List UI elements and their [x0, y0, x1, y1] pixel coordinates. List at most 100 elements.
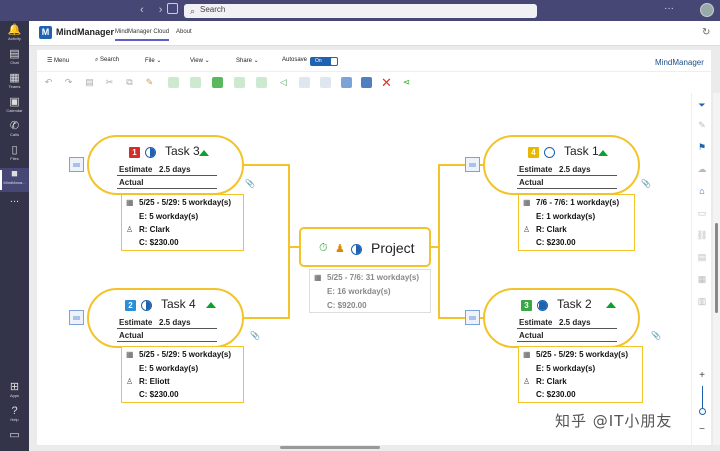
expand-triangle-icon[interactable]	[199, 150, 209, 156]
zoom-slider-handle[interactable]	[699, 408, 706, 415]
rail-item-help[interactable]: ?Help	[0, 405, 29, 429]
map-canvas[interactable]: ⏱ ♟ Project ▦ 5/25 - 7/6: 31 workday(s) …	[37, 93, 691, 445]
flag-icon[interactable]: ⚑	[697, 142, 707, 152]
search-icon: ⌕	[190, 6, 196, 16]
copy-icon[interactable]: ⧉	[126, 77, 133, 87]
expand-triangle-icon[interactable]	[606, 302, 616, 308]
delete-icon[interactable]: ✕	[381, 75, 392, 90]
paste-icon[interactable]: ▤	[85, 77, 94, 87]
progress-icon	[351, 244, 362, 255]
topic-task1[interactable]: 4 Task 1 Estimate 2.5 days Actual	[483, 135, 640, 195]
share-menu[interactable]: Share ⌄	[236, 58, 259, 64]
clock-progress-icon: ⏱	[319, 242, 328, 254]
progress-icon	[141, 300, 152, 311]
attachment-icon[interactable]	[320, 77, 331, 88]
redo-icon[interactable]: ↷	[64, 77, 73, 87]
paperclip-icon[interactable]: 📎	[651, 331, 661, 340]
person-icon: ♙	[126, 225, 134, 234]
app-name: MindManager	[56, 27, 115, 37]
floating-topic-icon[interactable]	[234, 77, 245, 88]
share-network-icon[interactable]: ⋖	[402, 77, 411, 87]
paperclip-icon[interactable]: 📎	[641, 179, 651, 188]
task3-callout: ▦ 5/25 - 5/29: 5 workday(s) E: 5 workday…	[121, 194, 244, 251]
zoom-in-icon[interactable]: +	[699, 370, 705, 381]
attachment-panel-icon[interactable]: ▤	[697, 252, 707, 262]
pen-icon[interactable]: ✎	[698, 120, 706, 130]
nav-arrows[interactable]: ‹ ›	[140, 4, 169, 16]
topic-task2[interactable]: 3 Task 2 Estimate 2.5 days Actual	[483, 288, 640, 348]
priority-badge: 2	[125, 300, 136, 311]
autosave-toggle[interactable]: On	[310, 57, 338, 66]
callout-icon[interactable]	[212, 77, 223, 88]
view-menu[interactable]: View ⌄	[190, 58, 210, 64]
mindmanager-icon: ■	[11, 168, 18, 180]
image-thumbnail[interactable]	[465, 310, 480, 325]
topic-icon[interactable]	[168, 77, 179, 88]
central-cost: C: $920.00	[327, 301, 367, 310]
topic-task3[interactable]: 1 Task 3 Estimate 2.5 days Actual	[87, 135, 244, 195]
horizontal-scrollbar[interactable]	[280, 446, 380, 449]
file-menu[interactable]: File ⌄	[145, 58, 162, 64]
zoom-slider-track[interactable]	[702, 386, 703, 411]
filter-icon[interactable]: ⏷	[698, 100, 706, 110]
person-icon: ♙	[523, 225, 531, 234]
note-icon[interactable]: ▭	[697, 208, 707, 218]
image-panel-icon[interactable]: ▦	[697, 274, 707, 284]
boundary-icon[interactable]: ◁	[280, 77, 287, 87]
rail-item-apps[interactable]: ⊞Apps	[0, 381, 29, 405]
cut-icon[interactable]: ✂	[105, 77, 114, 87]
notes-icon[interactable]	[299, 77, 310, 88]
zoom-out-icon[interactable]: −	[699, 424, 705, 435]
table-icon[interactable]	[361, 77, 372, 88]
mindmanager-logo-icon: M	[39, 26, 52, 39]
rail-item-mindmanager[interactable]: ■MindMana...	[0, 168, 29, 192]
image-icon[interactable]	[341, 77, 352, 88]
tab-about[interactable]: About	[176, 29, 192, 35]
tag-icon[interactable]: ⌂	[699, 186, 705, 196]
left-rail: 🔔Activity ▤Chat ▦Teams ▣Calendar ✆Calls …	[0, 21, 29, 451]
rail-item-calendar[interactable]: ▣Calendar	[0, 96, 29, 120]
image-thumbnail[interactable]	[69, 157, 84, 172]
task4-callout: ▦ 5/25 - 5/29: 5 workday(s) E: 5 workday…	[121, 346, 244, 403]
cloud-icon[interactable]: ☁	[697, 164, 707, 174]
rail-more[interactable]: ...	[9, 193, 20, 205]
central-callout: ▦ 5/25 - 7/6: 31 workday(s) E: 16 workda…	[309, 269, 431, 313]
search-input[interactable]: ⌕ Search	[184, 4, 537, 18]
calendar-icon: ▦	[126, 198, 134, 207]
image-thumbnail[interactable]	[465, 157, 480, 172]
calendar-icon: ▣	[9, 96, 20, 108]
compose-icon[interactable]	[167, 3, 178, 14]
image-thumbnail[interactable]	[69, 310, 84, 325]
menu-bar: ☰ Menu ⌕ Search File ⌄ View ⌄ Share ⌄ Au…	[37, 50, 711, 72]
paperclip-icon[interactable]: 📎	[250, 331, 260, 340]
rail-item-activity[interactable]: 🔔Activity	[0, 24, 29, 48]
rail-item-teams[interactable]: ▦Teams	[0, 72, 29, 96]
paperclip-icon[interactable]: 📎	[245, 179, 255, 188]
undo-icon[interactable]: ↶	[44, 77, 53, 87]
right-toolbar: ⏷ ✎ ⚑ ☁ ⌂ ▭ ⛓ ▤ ▦ ▥	[691, 93, 711, 445]
rail-item-files[interactable]: ▯Files	[0, 144, 29, 168]
rail-item-chat[interactable]: ▤Chat	[0, 48, 29, 72]
central-topic-title: Project	[371, 240, 415, 256]
refresh-icon[interactable]: ↻	[702, 27, 711, 38]
vertical-scrollbar[interactable]	[713, 93, 720, 445]
central-topic[interactable]: ⏱ ♟ Project	[299, 227, 431, 267]
avatar[interactable]	[700, 3, 714, 17]
format-painter-icon[interactable]: ✎	[145, 77, 154, 87]
tab-mindmanager-cloud[interactable]: MindManager Cloud	[115, 29, 170, 41]
expand-triangle-icon[interactable]	[206, 302, 216, 308]
properties-icon[interactable]: ▥	[697, 296, 707, 306]
task1-callout: ▦ 7/6 - 7/6: 1 workday(s) E: 1 workday(s…	[518, 194, 635, 251]
vertical-scrollbar-thumb[interactable]	[715, 223, 718, 313]
search-button[interactable]: ⌕ Search	[95, 57, 120, 63]
device-icon[interactable]: ▭	[9, 429, 20, 441]
rail-item-calls[interactable]: ✆Calls	[0, 120, 29, 144]
relationship-icon[interactable]	[256, 77, 267, 88]
menu-button[interactable]: ☰ Menu	[47, 58, 70, 64]
more-options-icon[interactable]: ···	[664, 3, 674, 14]
calendar-icon: ▦	[126, 350, 134, 359]
topic-task4[interactable]: 2 Task 4 Estimate 2.5 days Actual	[87, 288, 244, 348]
subtopic-icon[interactable]	[190, 77, 201, 88]
link-icon[interactable]: ⛓	[696, 230, 708, 240]
expand-triangle-icon[interactable]	[598, 150, 608, 156]
